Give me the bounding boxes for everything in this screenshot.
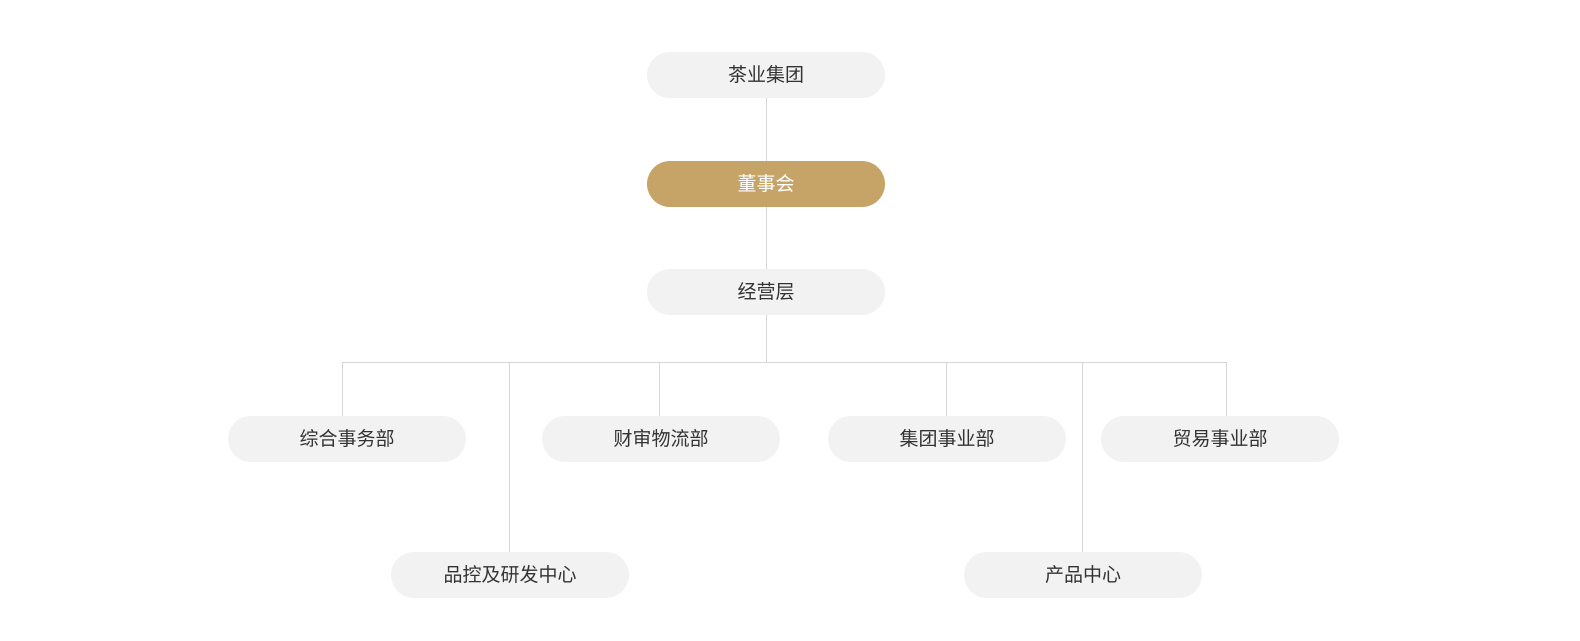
connector-general-affairs xyxy=(342,362,343,417)
connector-group-business xyxy=(946,362,947,417)
connector-group-board xyxy=(766,98,767,162)
connector-quality-rd xyxy=(509,362,510,553)
connector-trade-business xyxy=(1226,362,1227,417)
connector-product-center xyxy=(1082,362,1083,553)
node-group[interactable]: 茶业集团 xyxy=(647,52,885,98)
node-group-business[interactable]: 集团事业部 xyxy=(828,416,1066,462)
node-general-affairs[interactable]: 综合事务部 xyxy=(228,416,466,462)
node-quality-rd[interactable]: 品控及研发中心 xyxy=(391,552,629,598)
node-management[interactable]: 经营层 xyxy=(647,269,885,315)
node-trade-business[interactable]: 贸易事业部 xyxy=(1101,416,1339,462)
node-product-center[interactable]: 产品中心 xyxy=(964,552,1202,598)
connector-management-bus xyxy=(766,315,767,362)
node-finance-logistics[interactable]: 财审物流部 xyxy=(542,416,780,462)
connector-finance-logistics xyxy=(659,362,660,417)
node-board[interactable]: 董事会 xyxy=(647,161,885,207)
connector-board-management xyxy=(766,207,767,270)
connector-department-bus xyxy=(342,362,1226,363)
